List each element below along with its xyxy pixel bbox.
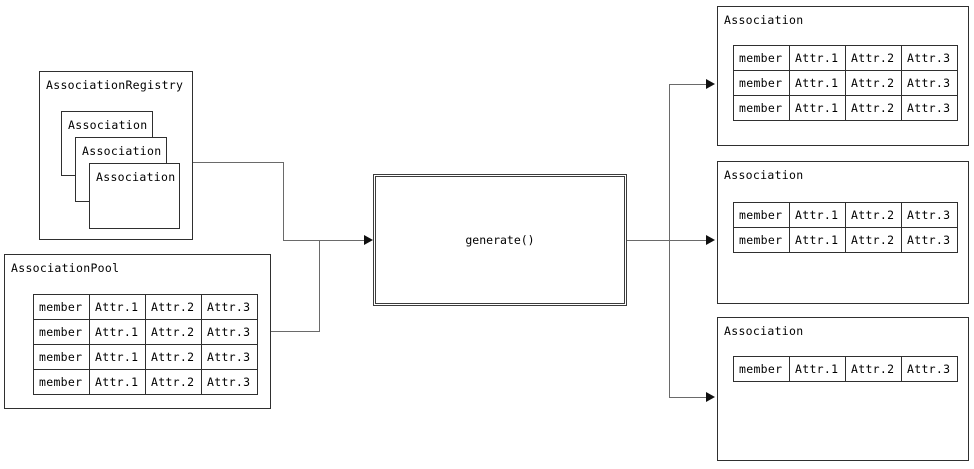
connector-into-generate-line bbox=[283, 240, 365, 241]
table-cell: Attr.3 bbox=[201, 319, 258, 345]
table-cell: member bbox=[733, 202, 790, 228]
connector-output-1-line bbox=[669, 84, 706, 85]
table-cell: Attr.3 bbox=[201, 294, 258, 320]
connector-output-2-line bbox=[670, 240, 706, 241]
table-cell: Attr.2 bbox=[845, 70, 902, 96]
association-pool-title: AssociationPool bbox=[11, 261, 120, 275]
table-cell: Attr.1 bbox=[789, 227, 846, 253]
association-stack-item-2-title: Association bbox=[82, 144, 162, 158]
table-cell: Attr.1 bbox=[89, 294, 146, 320]
connector-output-3-line bbox=[669, 397, 706, 398]
table-cell: member bbox=[733, 70, 790, 96]
connector-pool-vertical-line bbox=[319, 240, 320, 332]
table-cell: Attr.2 bbox=[145, 319, 202, 345]
output-association-1-title: Association bbox=[724, 13, 804, 27]
table-cell: Attr.3 bbox=[901, 70, 958, 96]
table-cell: Attr.2 bbox=[145, 294, 202, 320]
table-cell: Attr.3 bbox=[201, 369, 258, 395]
table-cell: Attr.2 bbox=[145, 344, 202, 370]
table-cell: Attr.3 bbox=[901, 356, 958, 382]
table-cell: member bbox=[733, 45, 790, 71]
table-cell: member bbox=[733, 227, 790, 253]
connector-generate-output-line bbox=[627, 240, 670, 241]
table-cell: Attr.2 bbox=[845, 95, 902, 121]
arrowhead-output-2-icon bbox=[706, 235, 715, 245]
table-cell: Attr.1 bbox=[89, 319, 146, 345]
association-stack-item-1-title: Association bbox=[68, 118, 148, 132]
association-registry-box: AssociationRegistry Association Associat… bbox=[39, 71, 193, 240]
connector-registry-horizontal-line bbox=[193, 162, 284, 163]
arrowhead-output-3-icon bbox=[706, 392, 715, 402]
table-cell: Attr.1 bbox=[89, 344, 146, 370]
table-cell: member bbox=[33, 344, 90, 370]
table-cell: Attr.3 bbox=[901, 45, 958, 71]
output-association-2-title: Association bbox=[724, 168, 804, 182]
connector-output-trunk-line bbox=[669, 84, 670, 398]
table-cell: Attr.1 bbox=[789, 356, 846, 382]
table-cell: member bbox=[733, 95, 790, 121]
connector-registry-vertical-line bbox=[283, 162, 284, 241]
association-registry-title: AssociationRegistry bbox=[46, 78, 184, 92]
generate-label: generate() bbox=[465, 233, 535, 247]
table-cell: Attr.1 bbox=[789, 70, 846, 96]
table-cell: Attr.2 bbox=[845, 202, 902, 228]
table-cell: member bbox=[33, 319, 90, 345]
table-cell: Attr.2 bbox=[845, 45, 902, 71]
table-cell: Attr.2 bbox=[845, 227, 902, 253]
table-cell: Attr.2 bbox=[845, 356, 902, 382]
output-association-3-title: Association bbox=[724, 324, 804, 338]
table-cell: Attr.2 bbox=[145, 369, 202, 395]
generate-process-box: generate() bbox=[373, 174, 627, 306]
arrowhead-into-generate-icon bbox=[364, 235, 373, 245]
table-cell: Attr.3 bbox=[201, 344, 258, 370]
table-cell: Attr.1 bbox=[789, 202, 846, 228]
table-cell: Attr.3 bbox=[901, 227, 958, 253]
table-cell: Attr.3 bbox=[901, 95, 958, 121]
arrowhead-output-1-icon bbox=[706, 79, 715, 89]
table-cell: Attr.3 bbox=[901, 202, 958, 228]
table-cell: member bbox=[33, 294, 90, 320]
connector-pool-horizontal-line bbox=[271, 331, 320, 332]
table-cell: member bbox=[33, 369, 90, 395]
table-cell: Attr.1 bbox=[89, 369, 146, 395]
table-cell: Attr.1 bbox=[789, 45, 846, 71]
association-stack-item-3: Association bbox=[89, 163, 180, 229]
table-cell: member bbox=[733, 356, 790, 382]
table-cell: Attr.1 bbox=[789, 95, 846, 121]
association-stack-item-3-title: Association bbox=[96, 170, 176, 184]
